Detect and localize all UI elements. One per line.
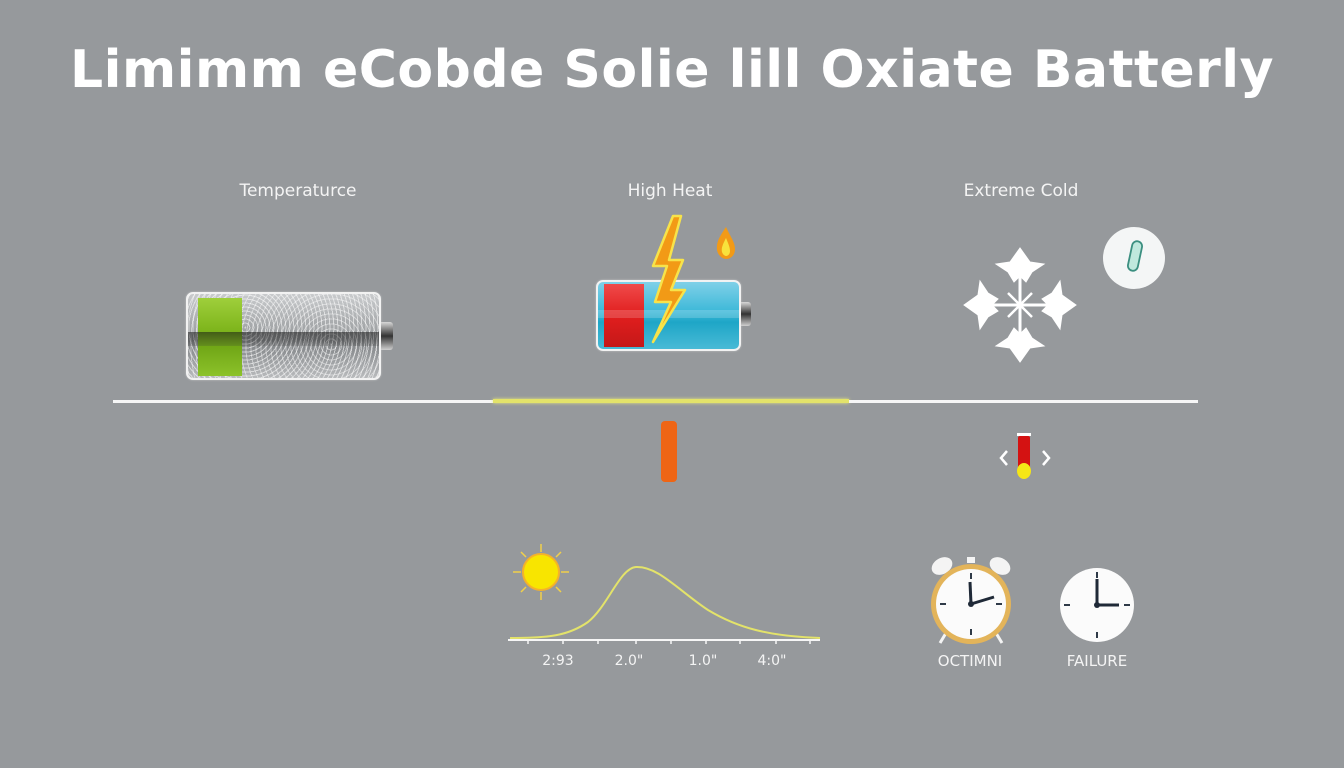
tick-label: 4:0" — [757, 653, 787, 669]
clock-label-optimal: OCTIMNI — [937, 652, 1003, 670]
temperature-performance-chart — [508, 560, 822, 646]
label-extreme-cold: Extreme Cold — [963, 181, 1079, 201]
frozen-battery-icon — [186, 292, 398, 380]
flame-icon — [715, 226, 737, 260]
temperature-slider[interactable] — [996, 431, 1054, 481]
timeline-segment-left — [113, 400, 493, 403]
thermometer-icon — [1127, 240, 1143, 272]
heat-marker — [661, 421, 677, 482]
clock-label-failure: FAILURE — [1066, 652, 1128, 670]
page-title: Limimm eCobde Solie lill Oxiate Batterly — [70, 40, 1274, 100]
label-temperature: Temperaturce — [239, 181, 357, 201]
battery-terminal — [381, 322, 393, 350]
wall-clock-icon — [1058, 566, 1136, 644]
timeline-segment-optimal — [493, 399, 849, 403]
snowflake-icon — [962, 246, 1078, 364]
tick-label: 1.0" — [688, 653, 718, 669]
lightning-icon — [645, 214, 695, 344]
battery-charge-level — [604, 284, 644, 347]
tick-label: 2:93 — [542, 653, 574, 669]
label-high-heat: High Heat — [627, 181, 713, 201]
thermometer-badge — [1103, 227, 1165, 289]
alarm-clock-icon — [926, 555, 1016, 647]
timeline-segment-right — [849, 400, 1198, 403]
battery-terminal — [741, 302, 751, 326]
tick-label: 2.0" — [614, 653, 644, 669]
sun-icon — [512, 543, 570, 601]
